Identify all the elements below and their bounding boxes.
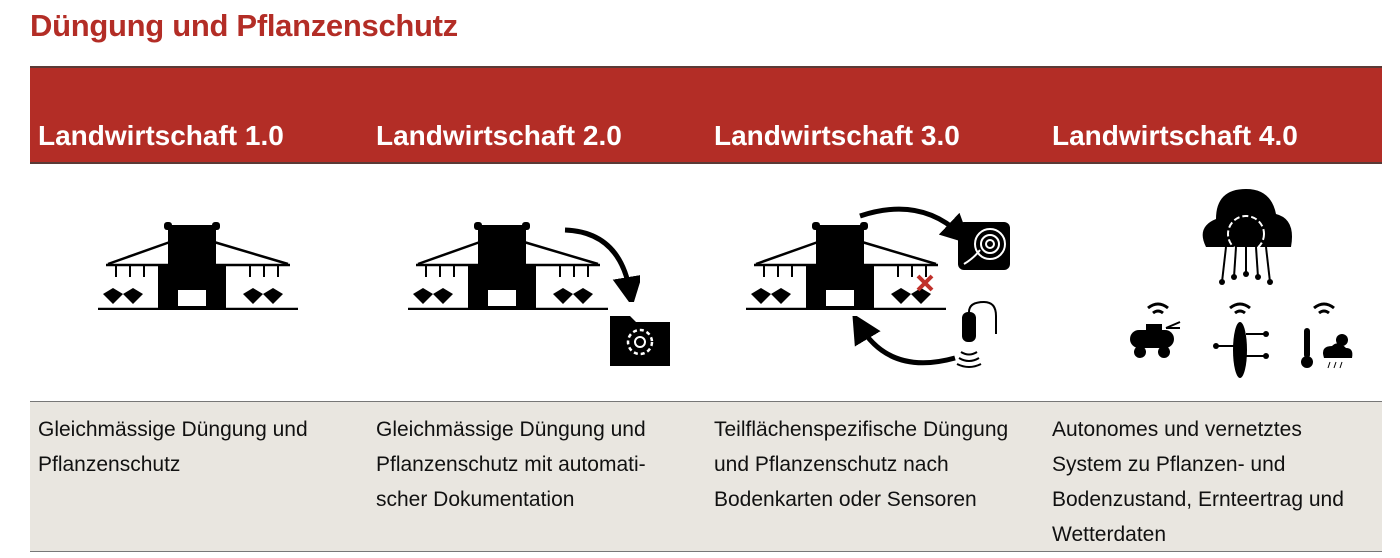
description-row: Gleichmässige Düngung und Pflanzenschutz… <box>30 401 1382 552</box>
column-description-3: Teilflächenspezifische Düngung und Pflan… <box>714 418 1009 511</box>
column-description-2: Gleichmässige Düngung und Pflanzenschutz… <box>376 418 646 511</box>
column-heading-4: Landwirtschaft 4.0 <box>1052 120 1298 151</box>
icons-row <box>30 166 1382 400</box>
column-description-1: Gleichmässige Düngung und Pflanzenschutz <box>38 418 308 476</box>
header-band <box>30 66 1382 164</box>
sprayer-icon <box>98 220 298 310</box>
soil-map-icon <box>958 222 1010 270</box>
column-description-4: Autonomes und vernetztes System zu Pflan… <box>1052 418 1344 546</box>
weather-icon <box>1301 302 1353 369</box>
page-title: Düngung und Pflanzenschutz <box>30 8 458 43</box>
arrow-icon <box>564 227 640 302</box>
column-heading-3: Landwirtschaft 3.0 <box>714 120 960 151</box>
column-heading-2: Landwirtschaft 2.0 <box>376 120 622 151</box>
arrow-left-icon <box>852 316 956 366</box>
folder-gear-icon <box>610 316 670 366</box>
arrow-right-icon <box>859 206 970 244</box>
crop-sensor-icon <box>1213 302 1269 378</box>
column-heading-1: Landwirtschaft 1.0 <box>38 120 284 151</box>
sensor-probe-icon <box>956 300 997 368</box>
cloud-gear-network-icon <box>1202 189 1292 285</box>
sprayer-icon <box>746 220 946 310</box>
autonomous-vehicle-icon <box>1130 302 1181 358</box>
